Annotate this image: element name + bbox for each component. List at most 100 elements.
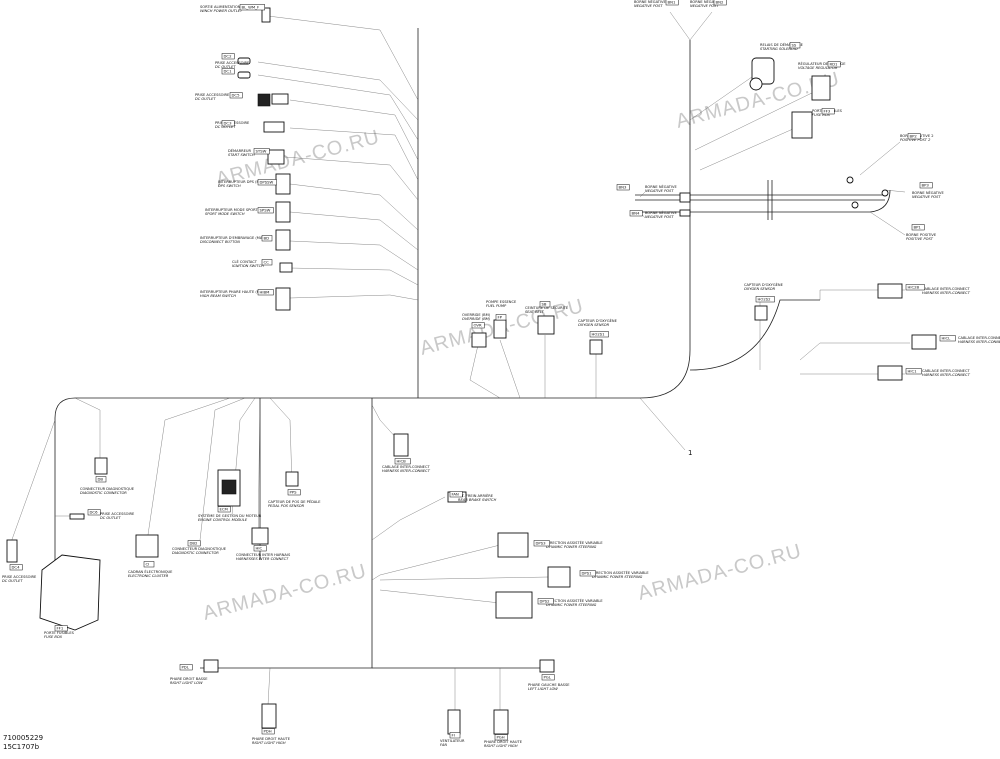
solenoid-terminal <box>749 77 763 91</box>
branch-lines <box>9 11 910 715</box>
fi-label-fr: VENTILATEUR <box>440 739 465 743</box>
watermark: ARMADA-CO.RU <box>201 560 370 625</box>
bp1-code: BP1 <box>914 225 922 230</box>
pgl-code-tag <box>541 674 555 681</box>
bl_wm_f-label-fr: SORTIE ALIMENTATION TREUIL <box>200 5 254 9</box>
electronic-cluster-connector <box>135 534 159 558</box>
ff1-label-en: FUSE BOX <box>44 635 63 639</box>
ss-label-fr: RELAIS DE DÉMARRAGE <box>760 42 804 47</box>
voltage-regulator <box>811 75 831 101</box>
hicl-code: HICL <box>942 336 952 341</box>
ho2s2-label-fr: CAPTEUR D'OXYGÈNE <box>744 282 784 287</box>
dc2-label-en: DC OUTLET <box>215 65 236 69</box>
spsw-code-tag <box>257 207 274 214</box>
dc1-plug <box>237 71 251 79</box>
rd1-label-en: VOLTAGE REGULATOR <box>798 66 838 70</box>
fuse-box-ff3 <box>791 111 813 139</box>
pdl-label-fr: PHARE DROIT BASSE <box>170 677 208 681</box>
dps2-code-tag <box>537 598 554 605</box>
ho2s2-label-en: OXYGEN SENSOR <box>744 287 776 291</box>
dc4-code-tag <box>9 564 23 571</box>
db2-label-en: DIAGNOSTIC CONNECTOR <box>172 551 219 555</box>
sport-mode-switch <box>275 201 291 223</box>
sb-code: SB <box>542 302 547 307</box>
fi-code: FI <box>452 733 455 738</box>
dc5-code-tag <box>229 92 243 99</box>
dc3-connector <box>263 121 285 133</box>
bn1-code: BN1 <box>668 0 676 5</box>
rd1-code-tag <box>827 61 841 68</box>
hic2a-code: HIC2B <box>908 285 920 290</box>
fi-code-tag <box>449 732 461 739</box>
dc5-label-fr: PRISE ACCESSOIRE <box>195 93 230 97</box>
pgl-code: PGL <box>544 675 552 680</box>
pgh-label-en: RIGHT LIGHT HIGH <box>484 744 518 748</box>
pgl-label-en: LEFT LIGHT LOW <box>528 687 558 691</box>
hicb-code: HICB <box>397 459 407 464</box>
hic1-label-en: HARNESS INTER-CONNECT <box>922 373 971 377</box>
pps-code: PPS <box>290 490 298 495</box>
dps3-code: DPS3 <box>536 541 547 546</box>
pdl-code: PDL <box>182 665 190 670</box>
bp1-post <box>851 201 859 209</box>
bp3-code: BP3 <box>922 183 930 188</box>
dc4-outlet <box>6 539 18 563</box>
hicb-code-tag <box>394 458 411 465</box>
hicl-code-tag <box>939 335 956 342</box>
doc-code: 15C1707b <box>3 743 40 751</box>
disconnect-button <box>275 229 291 251</box>
stsw-code-tag <box>253 148 270 155</box>
pgh-code-tag <box>494 734 508 741</box>
dc2-code: DC2 <box>224 54 233 59</box>
bp3-label-fr: BORNE NÉGATIVE <box>912 190 944 195</box>
ignition-switch <box>279 262 293 273</box>
dc2-plug <box>237 57 251 65</box>
bn4-code-tag <box>629 210 643 217</box>
harness-connector-hicb <box>393 433 409 457</box>
ss-label-en: STARTING SOLENOID <box>760 47 798 51</box>
pps-code-tag <box>287 489 301 496</box>
sb-code-tag <box>539 301 551 308</box>
bd-label-en: DISCONNECT BUTTON <box>200 240 240 244</box>
fan-connector <box>447 709 461 735</box>
fan-label-en: REAR BRAKE SWITCH <box>458 498 497 502</box>
bn4-label-en: NEGATIVE POST <box>645 215 674 219</box>
hibm-label-fr: INTERRUPTEUR PHARE HAUTE (MA) <box>200 290 264 294</box>
pdl-code-tag <box>179 664 193 671</box>
hic2a-label-fr: CABLAGE INTER-CONNECT <box>922 287 970 291</box>
dc5-label-en: DC OUTLET <box>195 97 216 101</box>
sb-label-en: SEAT BELT <box>525 310 545 314</box>
dps2-connector <box>495 591 533 619</box>
ho2s1-label-en: OXYGEN SENSOR <box>578 323 610 327</box>
dpssw-label-fr: INTERRUPTEUR DPS (MA) <box>218 180 264 184</box>
pdl-label-en: RIGHT LIGHT LOW <box>170 681 203 685</box>
pps-label-en: PEDAL POS SENSOR <box>268 504 305 508</box>
dc4-label-en: DC OUTLET <box>2 579 23 583</box>
pdh-label-en: RIGHT LIGHT HIGH <box>252 741 286 745</box>
harness-connector-hic2b <box>877 283 903 299</box>
db-code-tag <box>95 476 107 483</box>
bp1-label-fr: BORNE POSITIVE <box>906 233 937 237</box>
hibm-code: HIBM <box>260 290 270 295</box>
hibm-code-tag <box>257 289 274 296</box>
dc2-label-fr: PRISE ACCESSOIRE <box>215 61 250 65</box>
ci-code: CI <box>146 562 150 567</box>
dc6-plug <box>69 513 85 520</box>
bp3-post <box>881 189 889 197</box>
dps1-label-fr: DIRECTION ASSISTÉE VARIABLE <box>592 570 649 575</box>
hic2a-label-en: HARNESS INTER-CONNECT <box>922 291 971 295</box>
stsw-label-fr: DÉMARREUR <box>228 148 251 153</box>
oxygen-sensor-2 <box>754 305 768 321</box>
bn3-terminal <box>679 192 691 203</box>
rd1-code: RD1 <box>830 62 839 67</box>
fan-label-fr: INT. FREIN ARRIÈRE <box>458 493 494 498</box>
dps3-connector <box>497 532 529 558</box>
ho2s1-code-tag <box>589 331 609 338</box>
diagnostic-connector <box>94 457 108 475</box>
bn2-code: BN2 <box>716 0 724 5</box>
component-shapes <box>6 7 937 735</box>
pdh-code: PDH <box>264 729 272 734</box>
ff3-code-tag <box>821 108 835 115</box>
